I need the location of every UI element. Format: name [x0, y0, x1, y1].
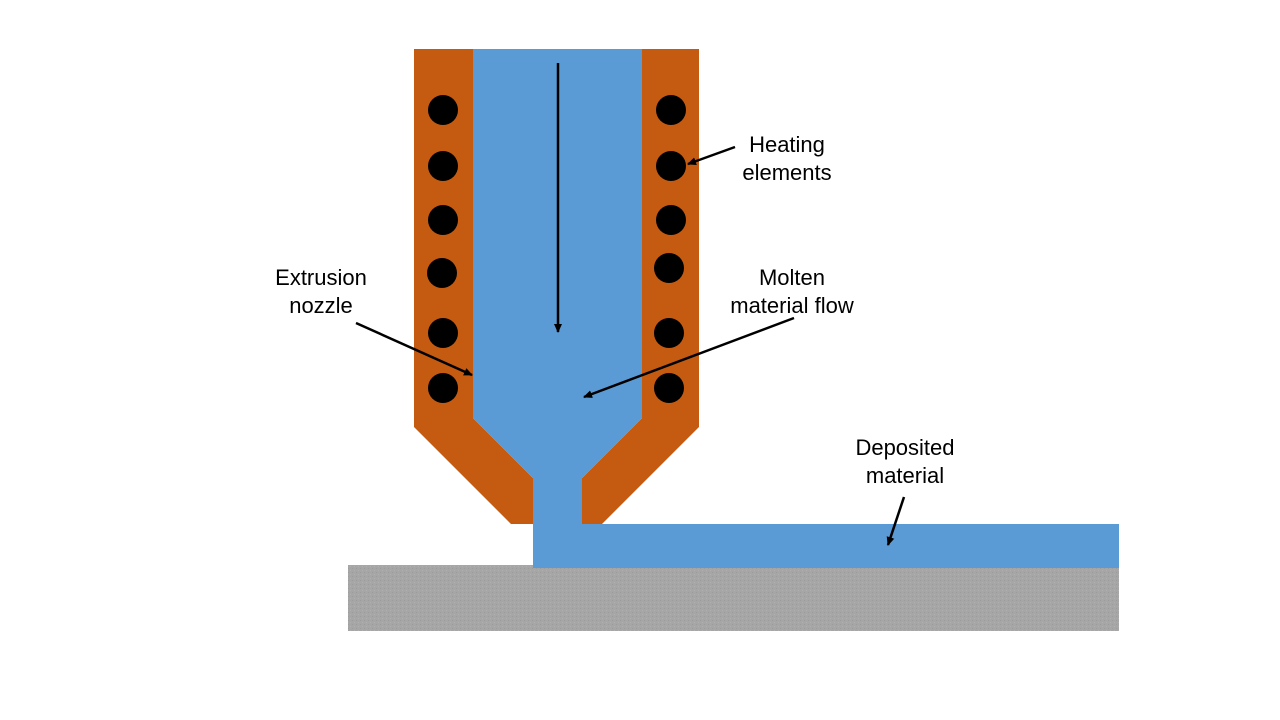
label-line: nozzle — [289, 293, 353, 318]
heating-elements-arrow — [687, 145, 736, 166]
heating-element — [427, 258, 457, 288]
heating-element — [654, 373, 684, 403]
label-line: material flow — [730, 293, 854, 318]
heating-elements-left — [427, 95, 458, 403]
heating-element — [428, 205, 458, 235]
heating-element — [428, 151, 458, 181]
extrusion-nozzle-label: Extrusion nozzle — [261, 264, 381, 320]
extrusion-nozzle-arrow — [355, 321, 473, 377]
build-plate — [348, 565, 1119, 631]
heating-element — [428, 318, 458, 348]
heating-elements-label: Heating elements — [727, 131, 847, 187]
deposited-material-arrow — [886, 496, 906, 546]
label-line: material — [865, 463, 945, 488]
heating-element — [428, 373, 458, 403]
label-line: Heating — [749, 132, 825, 157]
material-channel — [473, 49, 1119, 568]
label-line: elements — [742, 160, 832, 185]
label-line: Extrusion — [275, 265, 367, 290]
heating-element — [654, 253, 684, 283]
heating-element — [656, 151, 686, 181]
heating-element — [656, 205, 686, 235]
label-line: Deposited — [855, 435, 955, 460]
heating-element — [656, 95, 686, 125]
molten-material-flow-label: Molten material flow — [712, 264, 872, 320]
deposited-material-label: Deposited material — [845, 434, 965, 490]
heating-elements-right — [654, 95, 686, 403]
label-line: Molten — [758, 265, 826, 290]
molten-material-arrow — [583, 316, 795, 399]
heating-element — [654, 318, 684, 348]
heating-element — [428, 95, 458, 125]
